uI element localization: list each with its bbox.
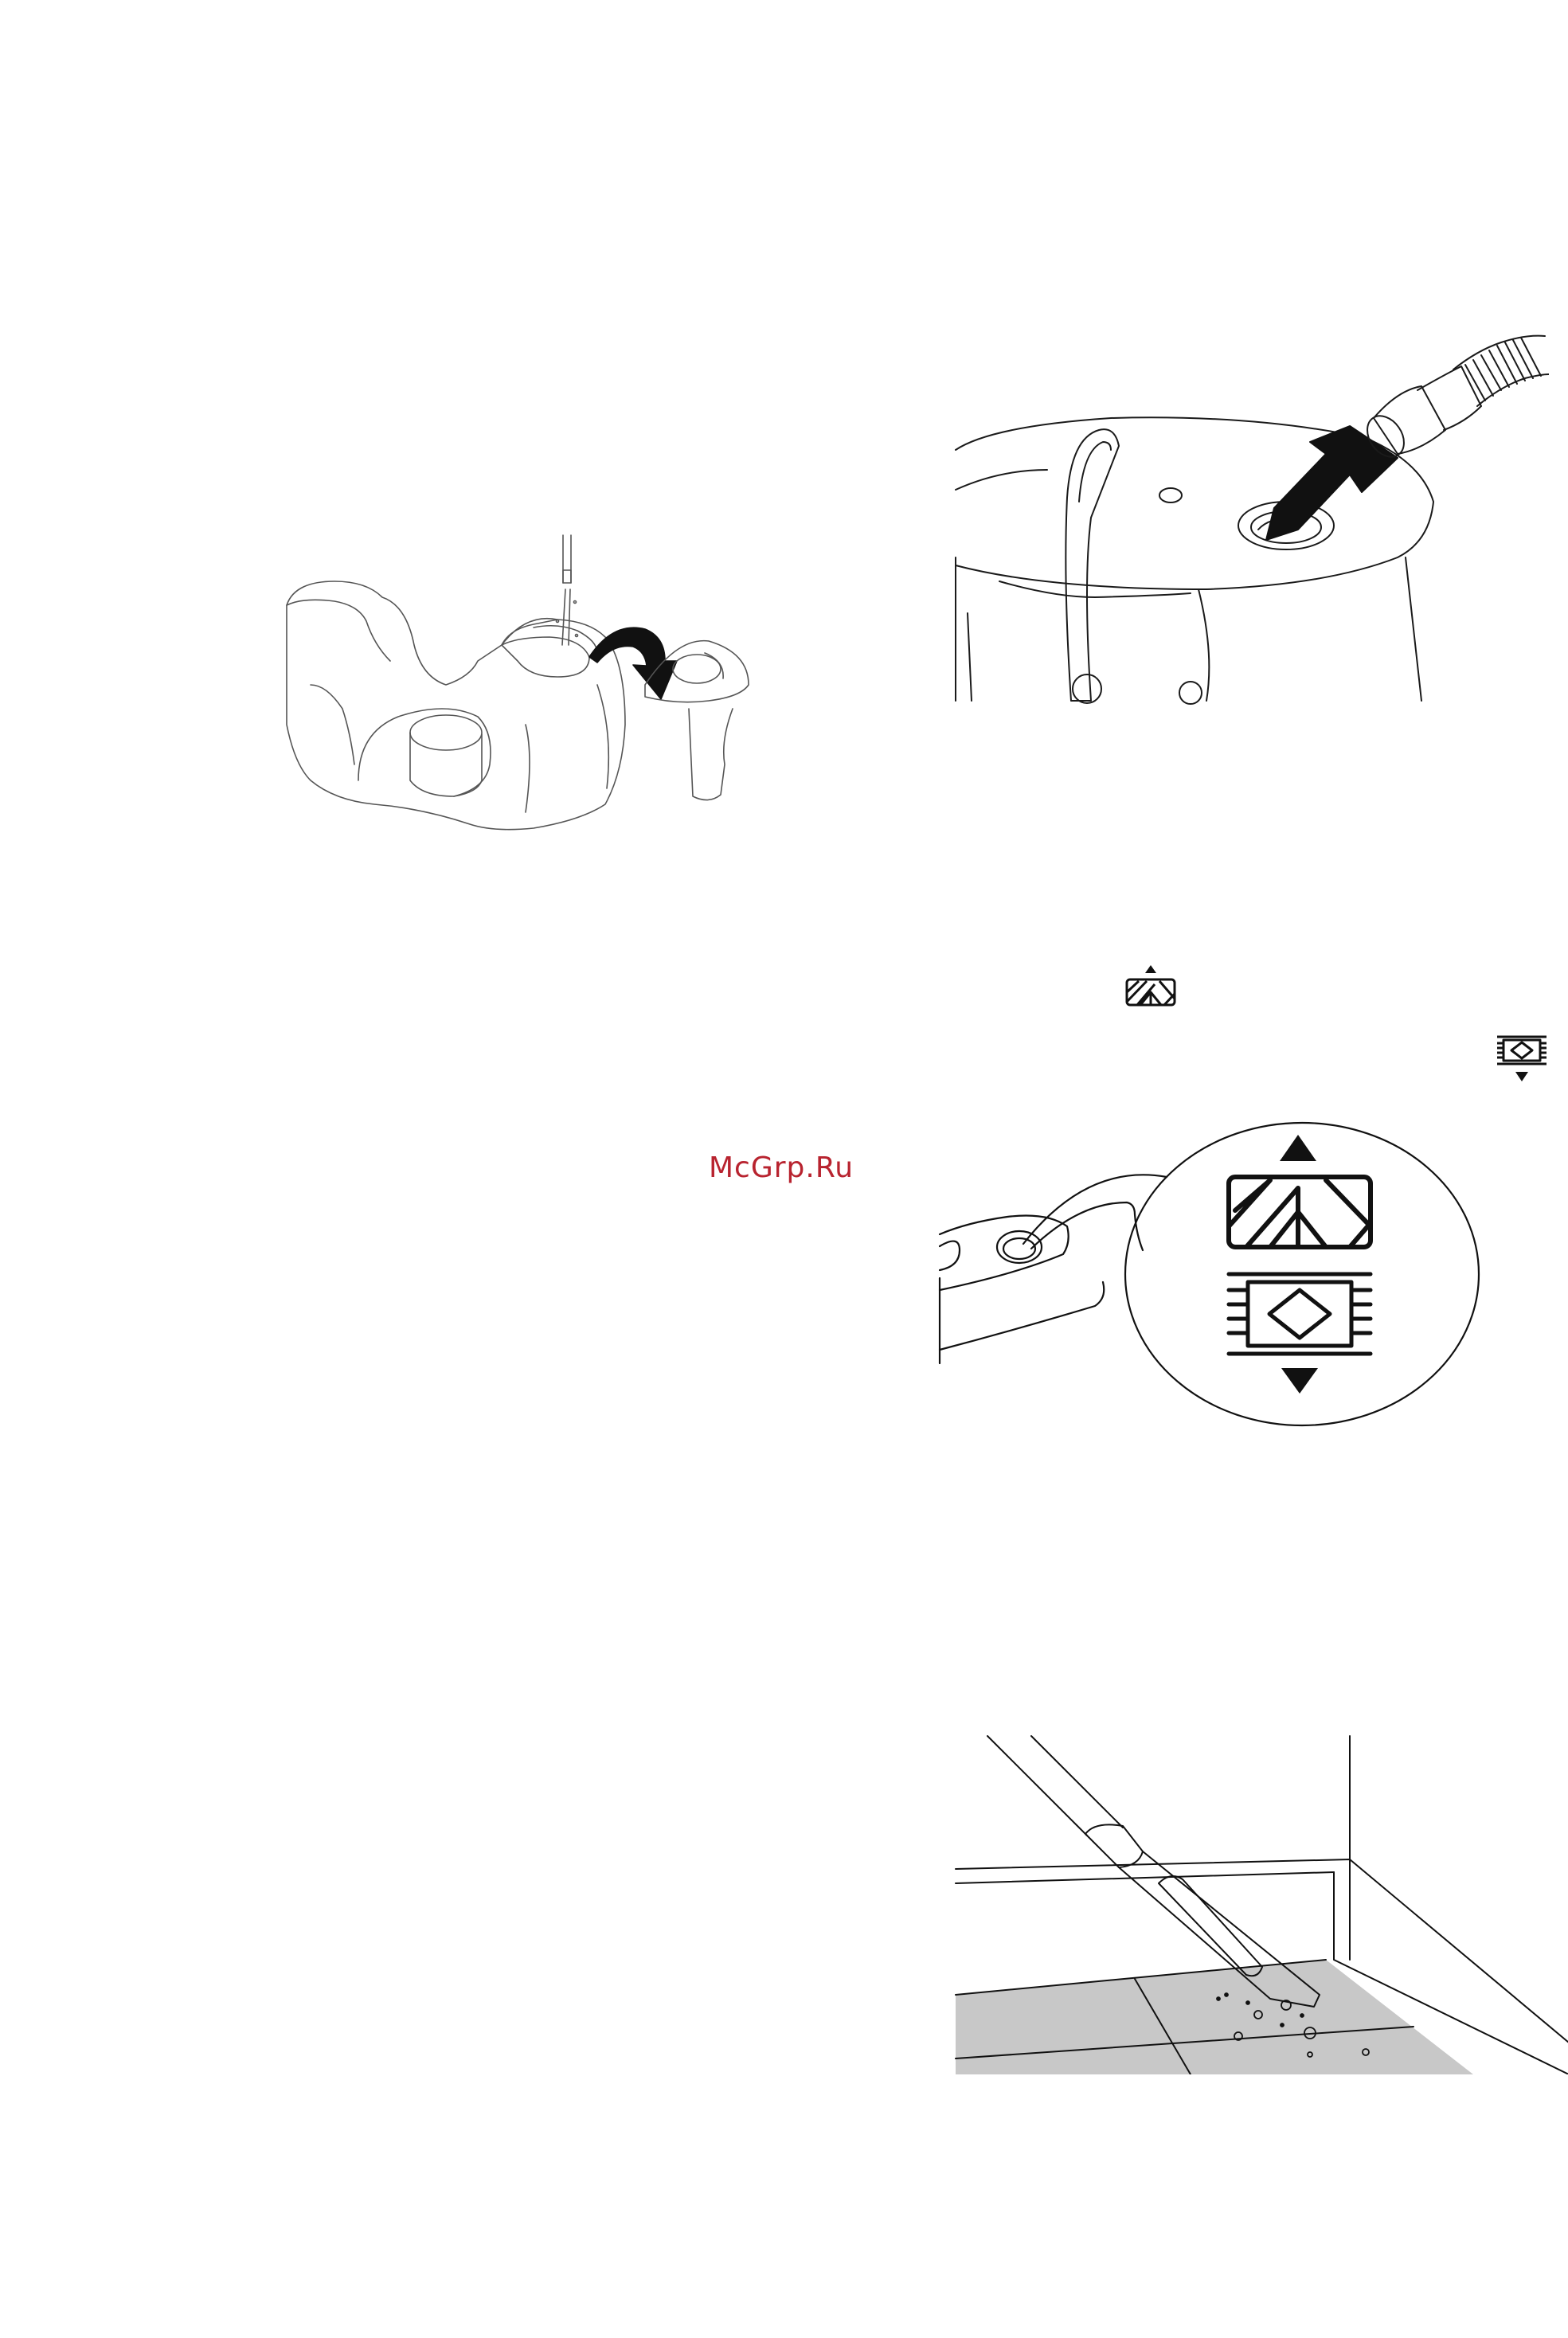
tank-body (287, 581, 625, 830)
water-tap-icon (557, 535, 578, 645)
water-tank-illustration (263, 526, 836, 940)
hose-icon (1360, 336, 1549, 464)
tank-lid-icon (645, 641, 749, 800)
crevice-tool-illustration (952, 1732, 1568, 2074)
curved-arrow-icon (589, 628, 677, 699)
carpet-mode-icon (1229, 1135, 1371, 1247)
carpet-mode-icon (1123, 964, 1179, 1011)
carry-handle (1066, 429, 1119, 701)
hard-floor-mode-icon (1494, 1034, 1550, 1083)
floor-nozzle-icon (940, 1216, 1104, 1364)
floor-surface (956, 1960, 1473, 2074)
hose-connection-illustration (952, 319, 1549, 717)
watermark-text: McGrp.Ru (709, 1151, 854, 1184)
callout-pointer (1023, 1175, 1167, 1244)
nozzle-switch-illustration (936, 1115, 1485, 1433)
hard-floor-mode-icon (1229, 1274, 1371, 1394)
